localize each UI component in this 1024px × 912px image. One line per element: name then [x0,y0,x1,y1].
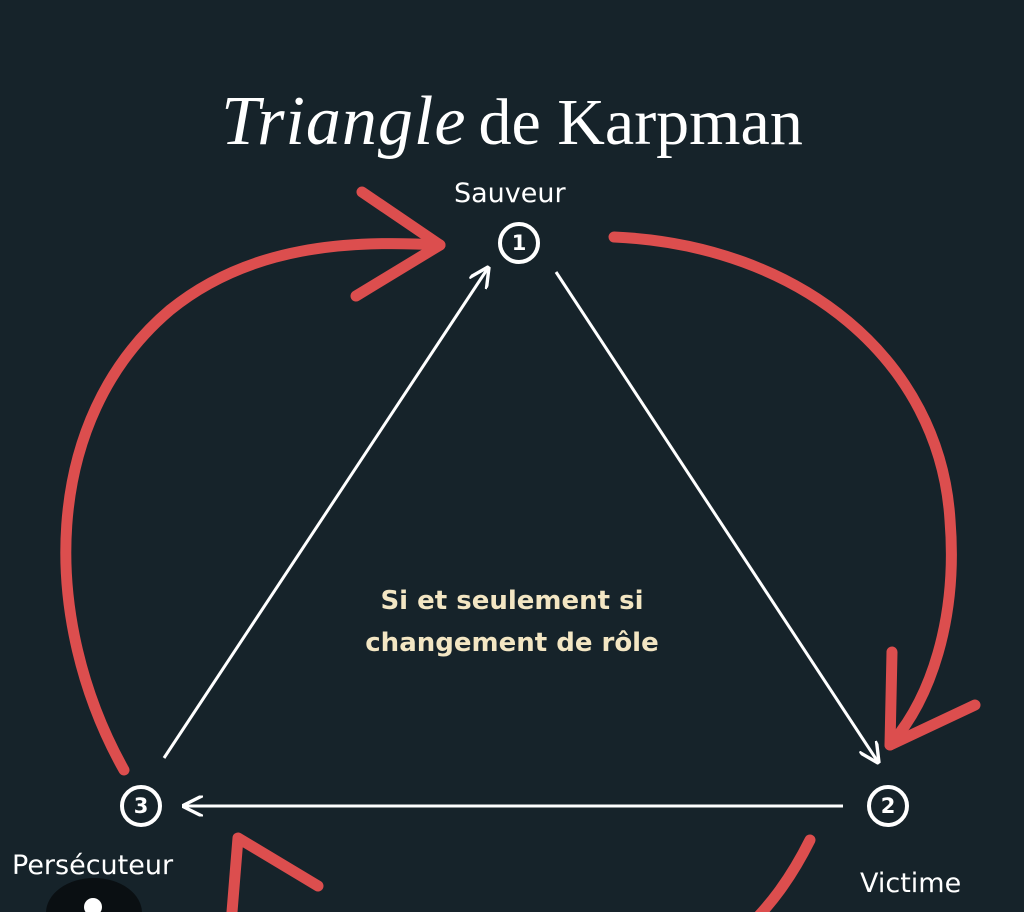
node-3-badge: 3 [120,785,162,827]
title-plain: de Karpman [478,86,803,159]
edge-sauveur-to-victime [554,271,878,762]
cycle-arrowhead-left [350,186,446,302]
cycle-arc-right [608,231,957,751]
node-1-badge: 1 [498,222,540,264]
avatar-overlay-dot [84,898,102,912]
cycle-arc-left [60,238,446,776]
cycle-arrowhead-bottom [226,832,324,912]
edge-persecuteur-to-sauveur [162,268,488,759]
cycle-arrowhead-right [884,646,981,751]
label-persecuteur: Persécuteur [12,850,174,881]
center-caption-line1: Si et seulement si [380,586,644,616]
center-caption: Si et seulement si changement de rôle [312,580,712,664]
cycle-arc-bottom [754,834,816,912]
node-2-badge: 2 [867,785,909,827]
center-caption-line2: changement de rôle [365,628,659,658]
label-victime: Victime [860,868,962,899]
label-sauveur: Sauveur [454,178,566,209]
title-italic: Triangle [221,83,467,160]
